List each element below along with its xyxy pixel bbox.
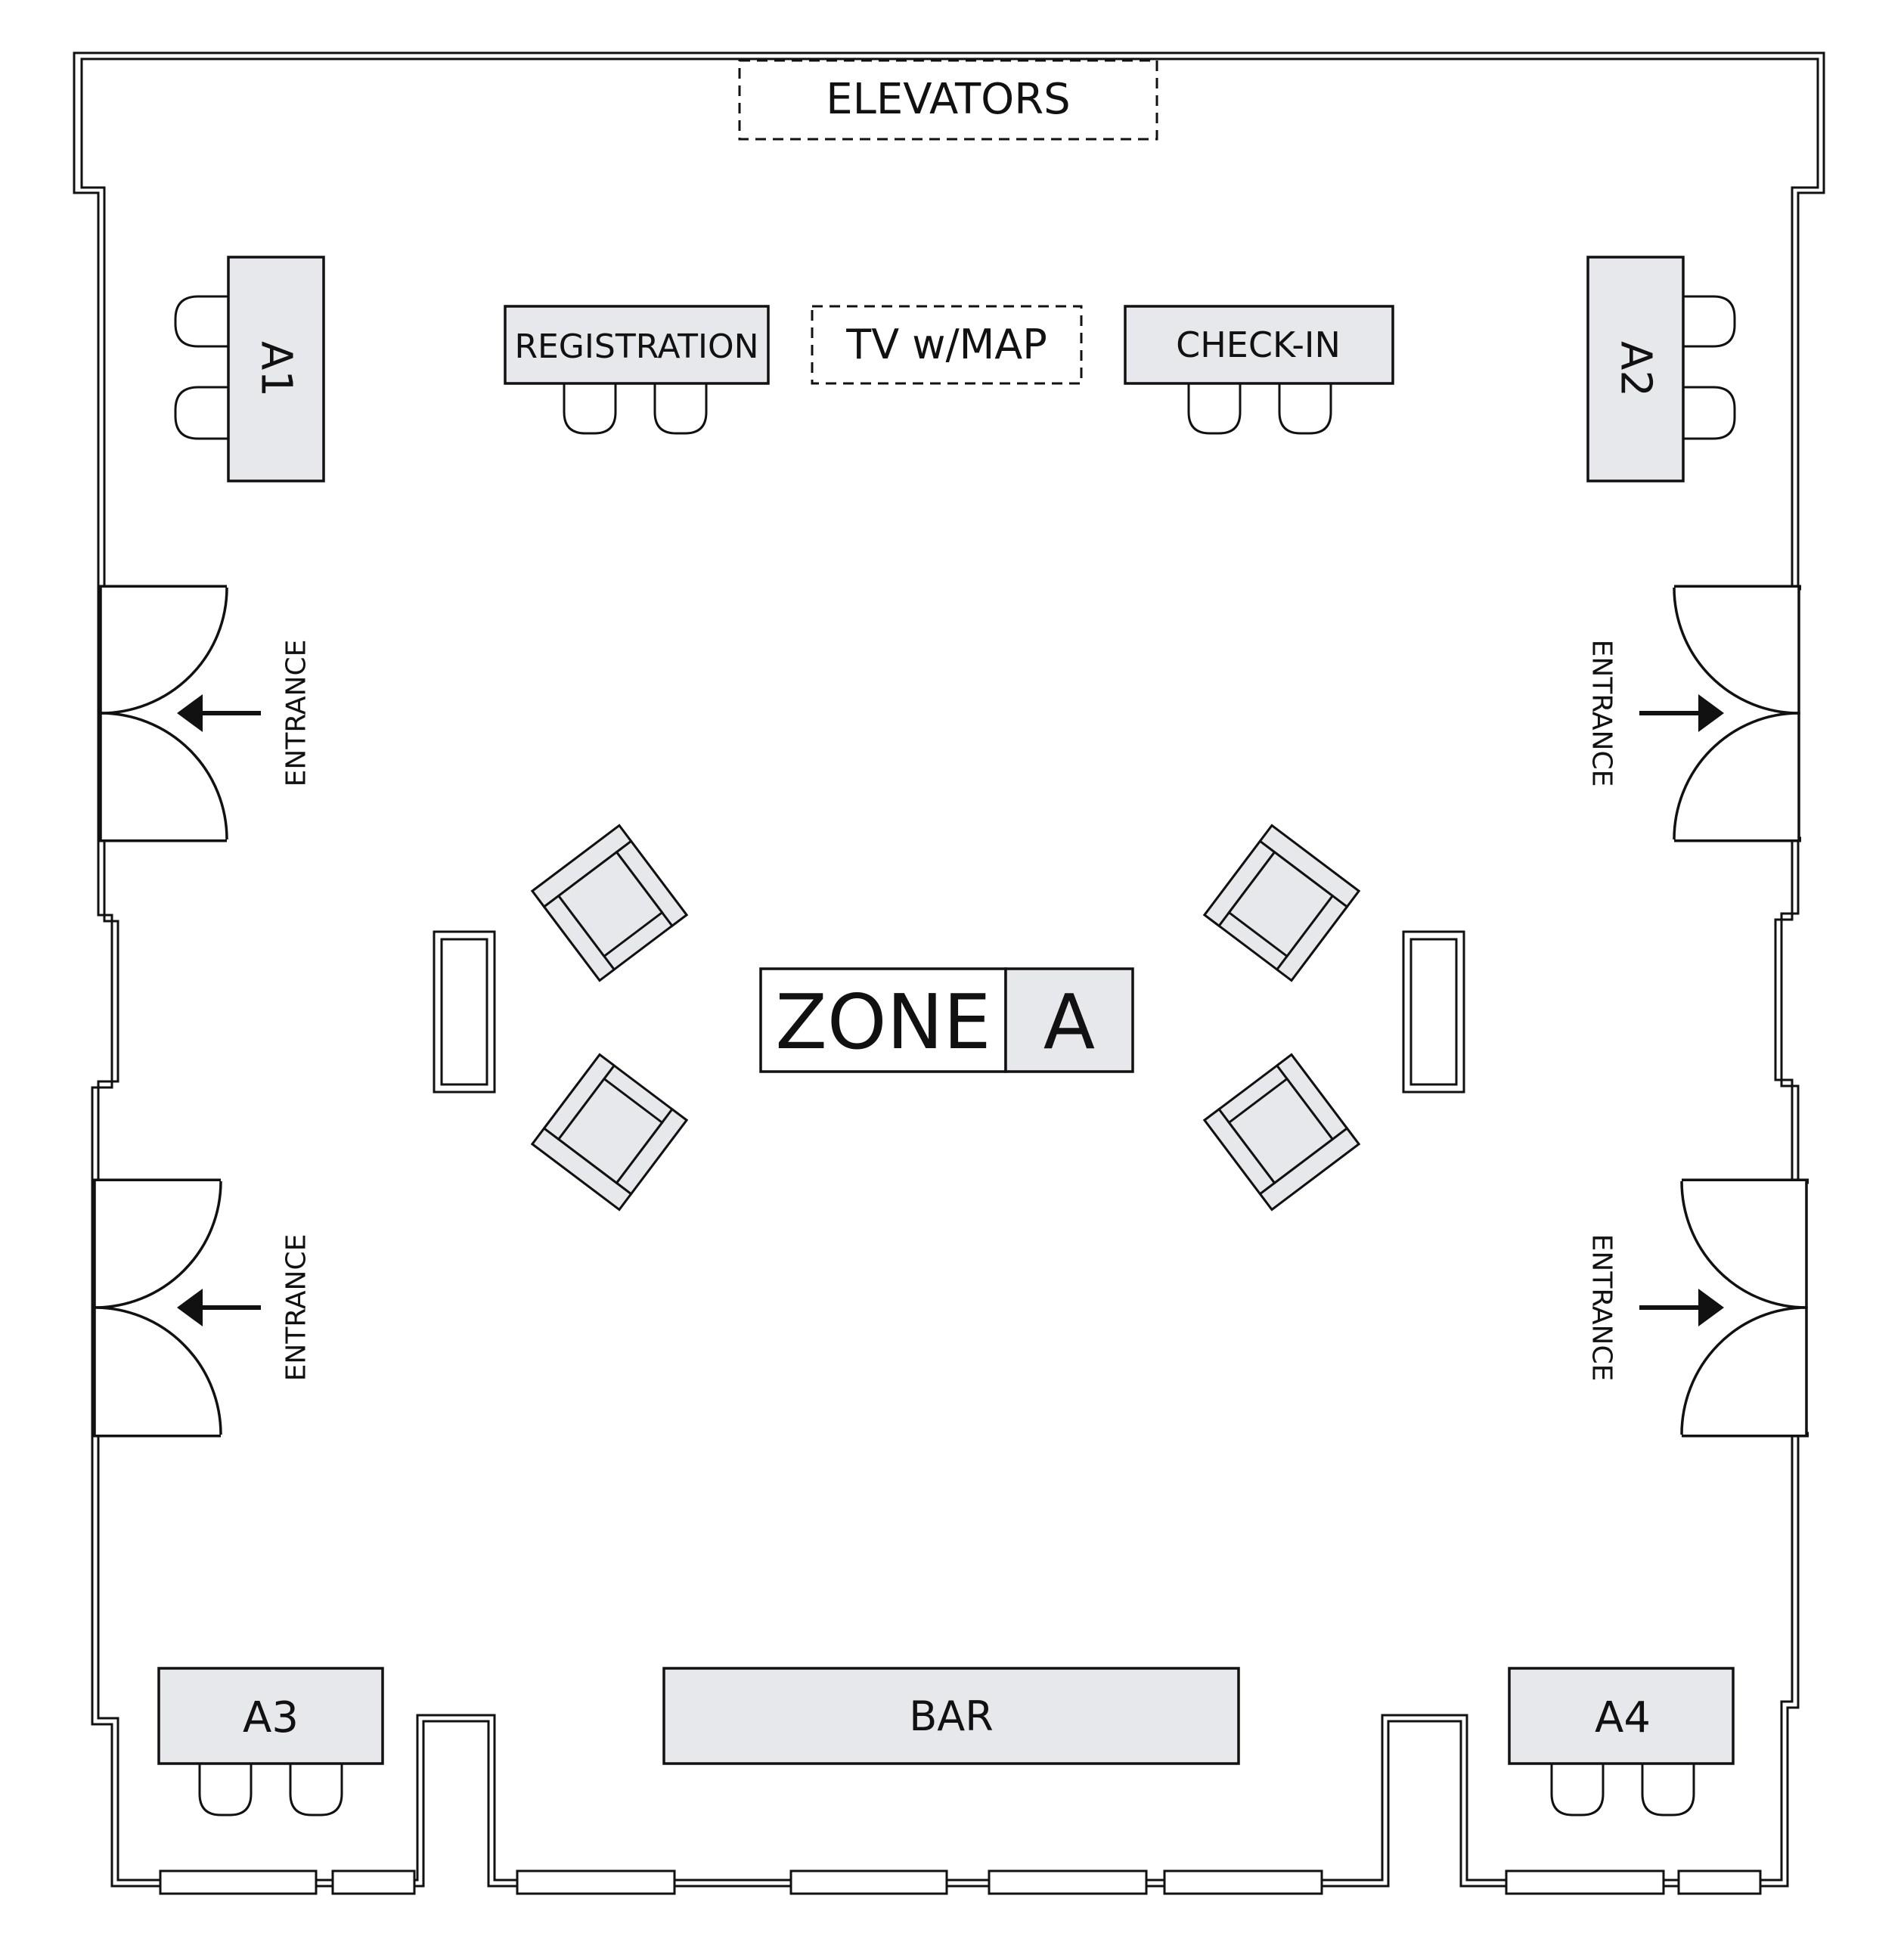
- zone-sign: ZONE A: [759, 967, 1134, 1073]
- entrance-left-upper: ENTRANCE: [98, 585, 312, 842]
- check-in-label: CHECK-IN: [1176, 324, 1341, 365]
- outer-wall: [73, 51, 1825, 1888]
- elevators-area: ELEVATORS: [738, 59, 1158, 141]
- entrance-label: ENTRANCE: [281, 1234, 312, 1382]
- registration-label: REGISTRATION: [514, 327, 758, 366]
- station-a4: A4: [1508, 1667, 1735, 1817]
- entrance-label: ENTRANCE: [1586, 1234, 1617, 1382]
- window: [331, 1869, 416, 1895]
- window: [159, 1869, 318, 1895]
- zone-word: ZONE: [775, 978, 991, 1066]
- entrance-right-lower: ENTRANCE: [1586, 1178, 1809, 1438]
- entrance-left-lower: ENTRANCE: [92, 1178, 312, 1438]
- armchair: [1202, 1053, 1361, 1212]
- window: [789, 1869, 948, 1895]
- bench-left: [433, 930, 496, 1094]
- window-strips: [159, 1869, 1762, 1895]
- bar-counter: BAR: [662, 1667, 1240, 1765]
- entrance-label: ENTRANCE: [281, 640, 312, 787]
- a2-label: A2: [1611, 341, 1661, 397]
- zone-letter: A: [1043, 978, 1095, 1066]
- window: [1505, 1869, 1665, 1895]
- tv-map: TV w/MAP: [811, 305, 1083, 385]
- check-in-desk: CHECK-IN: [1124, 305, 1394, 435]
- armchair: [1202, 824, 1361, 982]
- window: [988, 1869, 1148, 1895]
- window: [516, 1869, 676, 1895]
- a1-label: A1: [252, 341, 301, 397]
- station-a2: A2: [1586, 256, 1736, 482]
- a3-label: A3: [243, 1693, 299, 1742]
- bar-label: BAR: [909, 1692, 994, 1740]
- registration-desk: REGISTRATION: [504, 305, 770, 435]
- window: [1163, 1869, 1323, 1895]
- bench-right: [1402, 930, 1465, 1094]
- tv-map-label: TV w/MAP: [845, 321, 1047, 368]
- station-a3: A3: [157, 1667, 384, 1817]
- armchair: [530, 1053, 689, 1212]
- elevators-label: ELEVATORS: [826, 75, 1070, 124]
- station-a1: A1: [174, 256, 325, 482]
- a4-label: A4: [1595, 1693, 1651, 1742]
- armchair: [530, 824, 689, 982]
- entrance-right-upper: ENTRANCE: [1586, 585, 1801, 842]
- entrance-label: ENTRANCE: [1586, 640, 1617, 787]
- window: [1677, 1869, 1762, 1895]
